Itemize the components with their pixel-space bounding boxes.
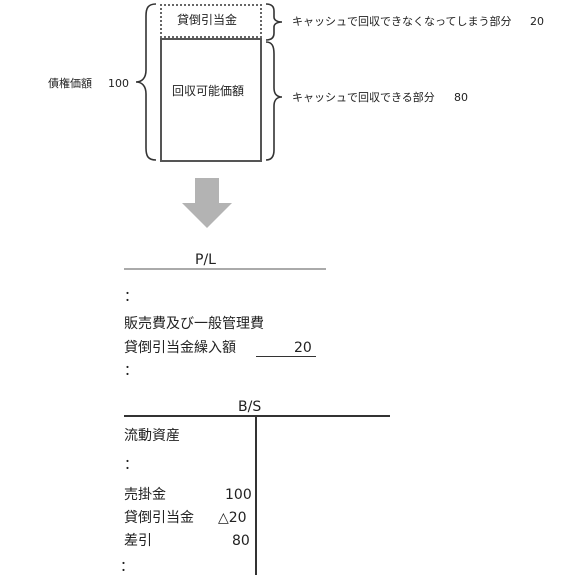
recoverable-text: キャッシュで回収できる部分 xyxy=(292,91,435,104)
bs-row-value: △20 xyxy=(218,510,247,526)
bs-t-vertical xyxy=(255,415,257,575)
pl-underline xyxy=(124,268,326,270)
bs-row-value: 80 xyxy=(232,533,250,549)
recoverable-box xyxy=(160,38,262,162)
right-brace-small-icon xyxy=(265,3,283,41)
claim-value: 100 xyxy=(108,77,129,90)
unrecoverable-value: 20 xyxy=(530,15,544,28)
allowance-box-label: 貸倒引当金 xyxy=(177,13,238,27)
bs-row-label: 差引 xyxy=(124,533,152,549)
pl-item-label: 貸倒引当金繰入額 xyxy=(124,340,236,356)
bs-title: B/S xyxy=(238,399,262,415)
claim-label: 債権価額 xyxy=(48,77,92,90)
bs-row-label: 貸倒引当金 xyxy=(124,510,194,526)
bs-row-value: 100 xyxy=(225,487,252,503)
pl-ellipsis-top: ： xyxy=(124,289,138,305)
bs-t-top xyxy=(124,415,390,417)
recoverable-box-label: 回収可能価額 xyxy=(172,84,245,98)
pl-ellipsis-bottom: ： xyxy=(124,363,138,379)
bs-section: 流動資産 xyxy=(124,428,180,444)
right-brace-large-icon xyxy=(265,41,283,161)
pl-value-underline xyxy=(256,356,316,357)
unrecoverable-text: キャッシュで回収できなくなってしまう部分 xyxy=(292,15,512,28)
left-brace-icon xyxy=(135,3,157,161)
pl-title: P/L xyxy=(195,252,216,268)
pl-item-value: 20 xyxy=(294,340,312,356)
bs-ellipsis-top: ： xyxy=(124,457,138,473)
allowance-box xyxy=(160,4,262,38)
recoverable-value: 80 xyxy=(454,91,468,104)
bs-row-label: 売掛金 xyxy=(124,487,166,503)
bs-ellipsis-bottom: ： xyxy=(120,559,134,575)
down-arrow-icon xyxy=(182,178,232,228)
pl-category: 販売費及び一般管理費 xyxy=(124,316,264,332)
